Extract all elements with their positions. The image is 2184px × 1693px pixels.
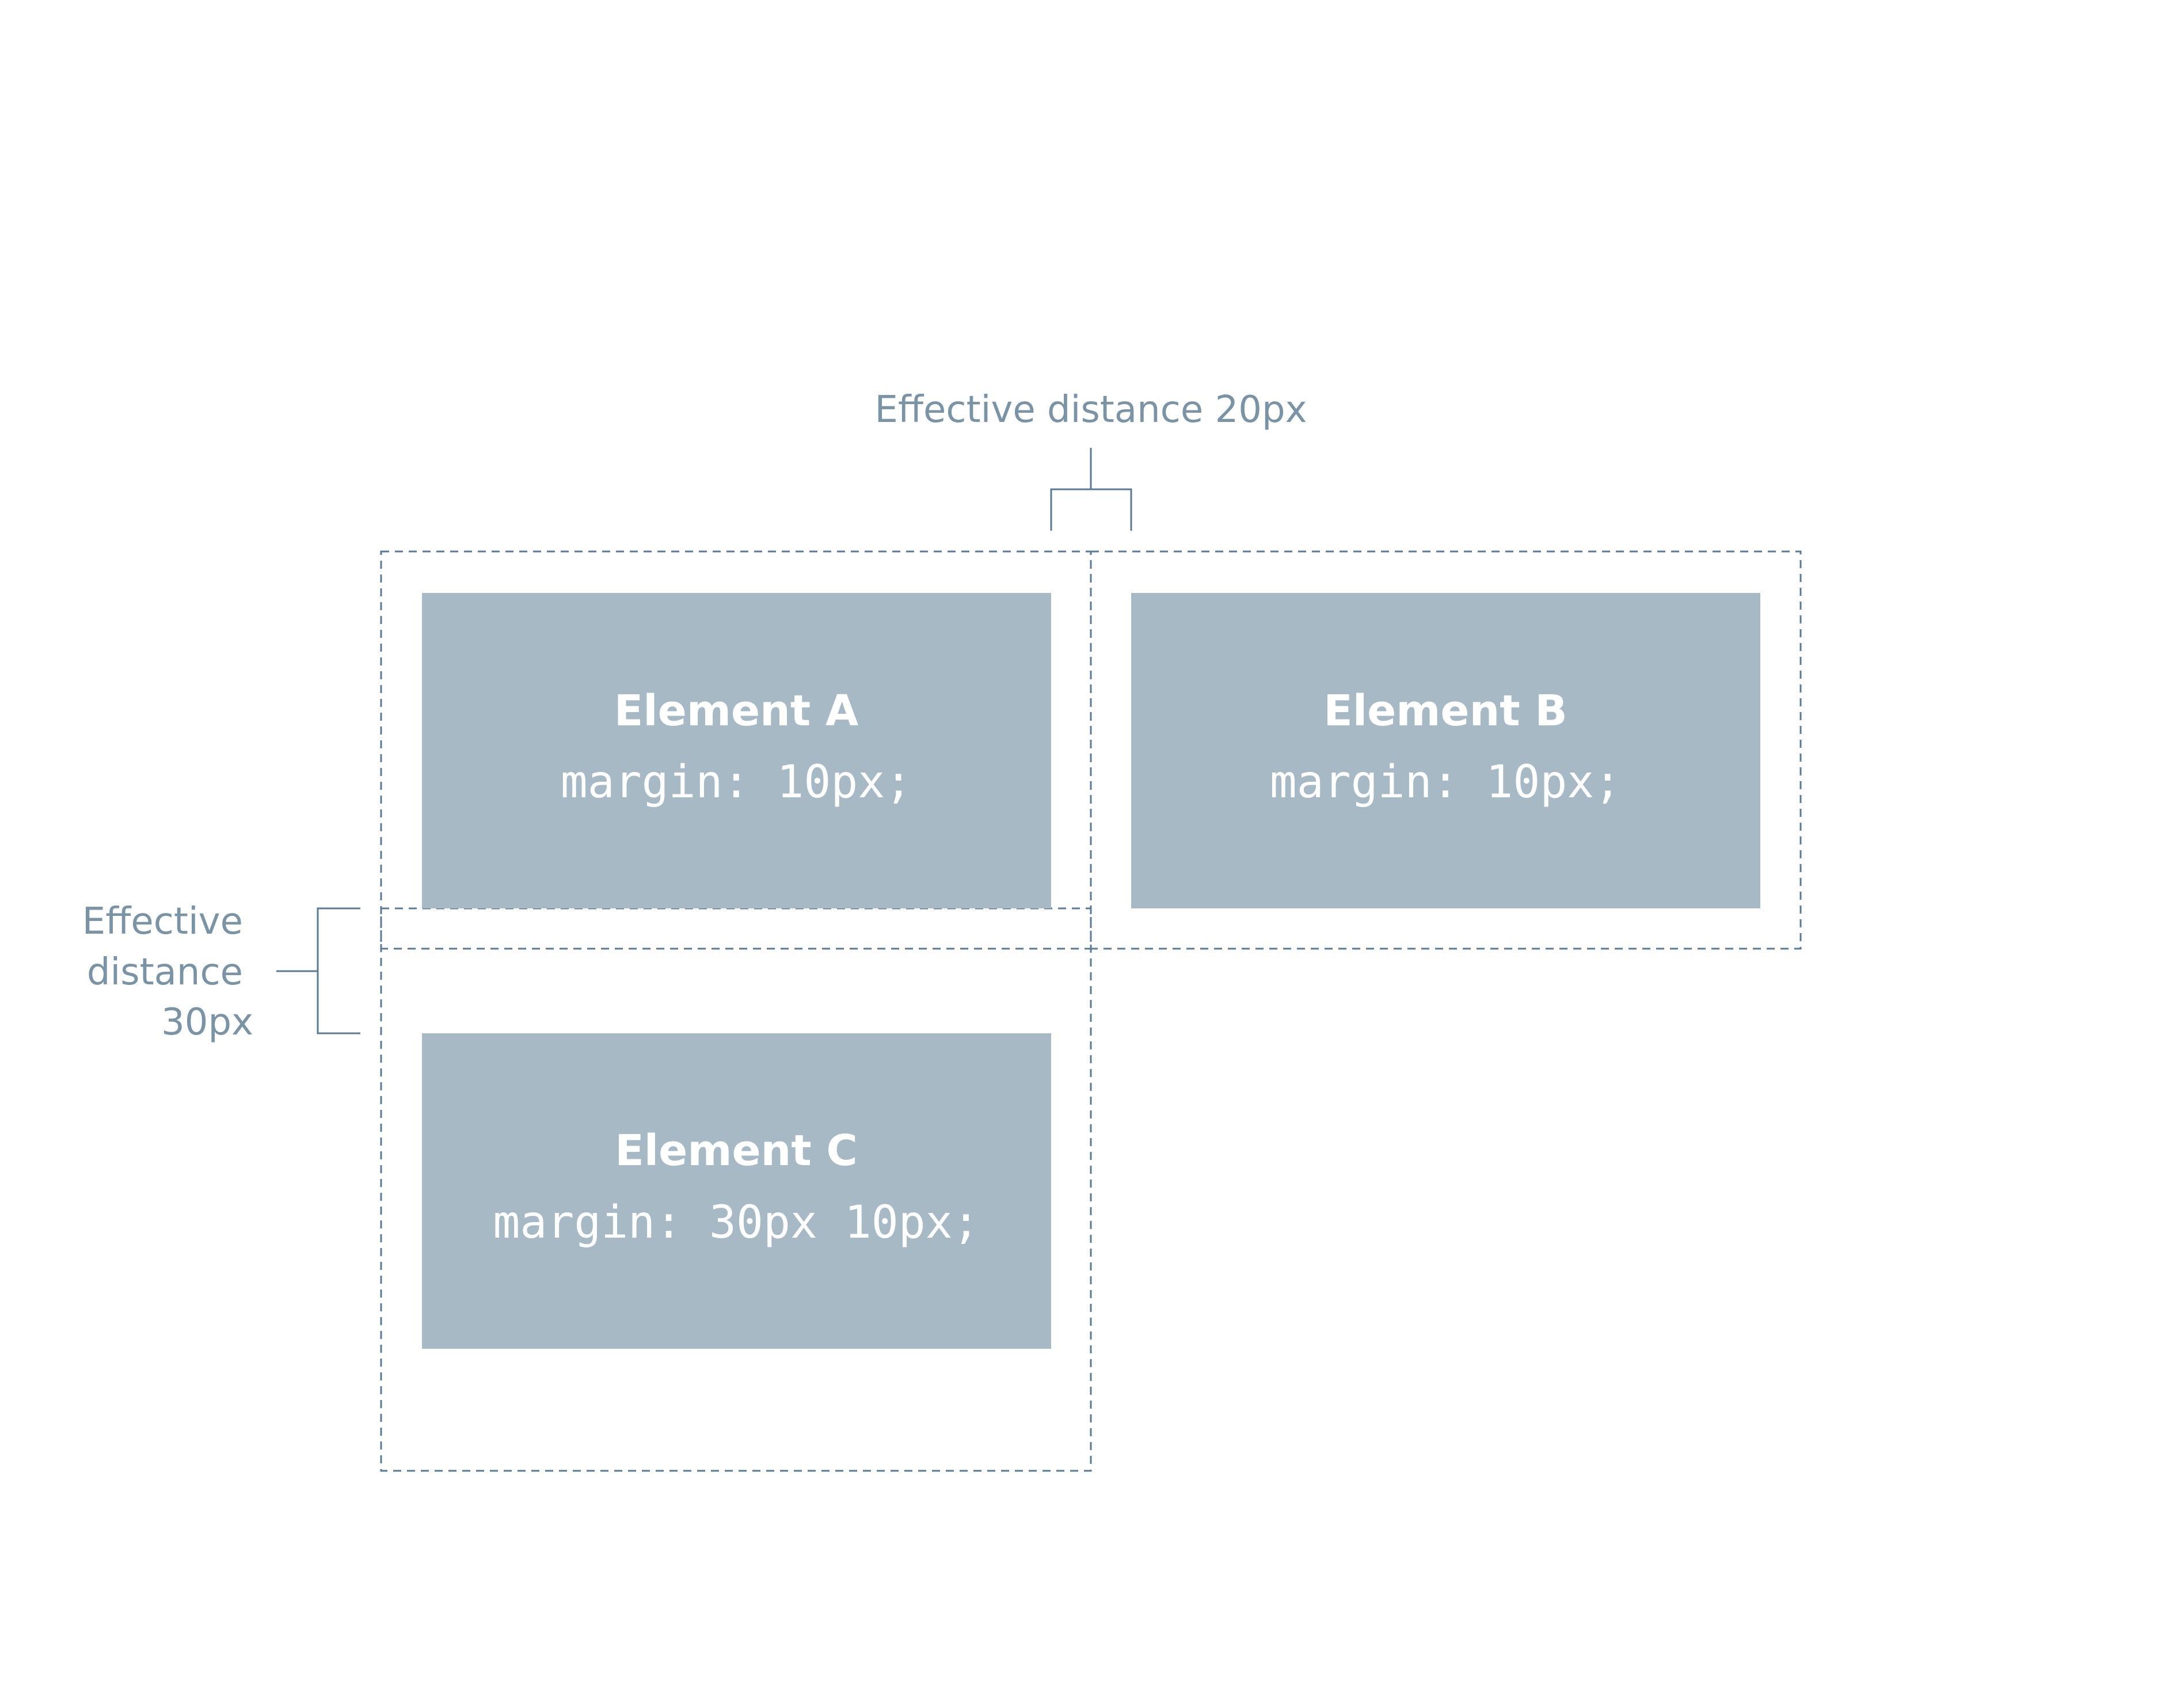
element-a-title: Element A xyxy=(614,686,859,736)
element-b-box xyxy=(1131,593,1760,908)
element-b-code: margin: 10px; xyxy=(1270,756,1621,808)
vertical-distance-bracket xyxy=(276,907,360,1034)
element-c-box xyxy=(422,1033,1051,1349)
vertical-distance-label-line3: 30px xyxy=(161,1001,253,1044)
horizontal-distance-bracket xyxy=(1050,448,1132,531)
horizontal-distance-label: Effective distance 20px xyxy=(874,389,1307,431)
element-c-title: Element C xyxy=(615,1126,858,1175)
vertical-distance-label-line2: distance xyxy=(87,951,243,994)
element-a-code: margin: 10px; xyxy=(561,756,912,808)
element-a-box xyxy=(422,593,1051,908)
vertical-distance-label-line1: Effective xyxy=(82,900,243,943)
element-c-code: margin: 30px 10px; xyxy=(493,1197,979,1249)
element-b-title: Element B xyxy=(1323,686,1567,736)
